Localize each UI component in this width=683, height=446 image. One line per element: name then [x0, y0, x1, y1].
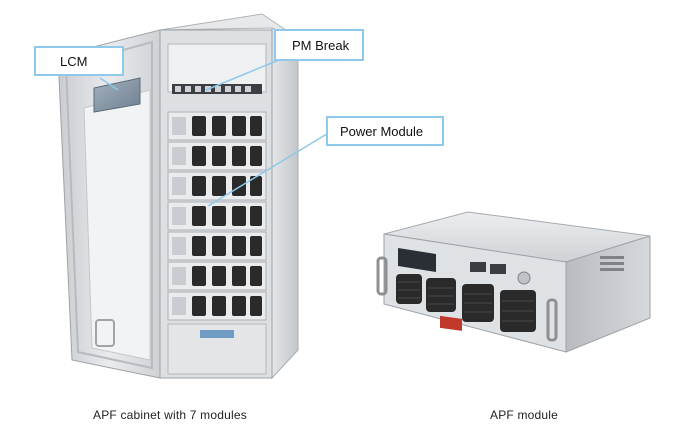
- power-module-callout: Power Module: [326, 116, 444, 146]
- pm-break-callout: PM Break: [274, 29, 364, 61]
- pm-break-callout-label: PM Break: [292, 37, 350, 53]
- apf-module-image: [376, 211, 651, 353]
- lcm-callout-label: LCM: [60, 53, 88, 69]
- power-module-stack: [167, 111, 267, 321]
- cabinet-caption: APF cabinet with 7 modules: [93, 408, 247, 422]
- lcm-callout: LCM: [34, 46, 124, 76]
- power-module-callout-label: Power Module: [340, 123, 424, 139]
- lcm-display: [93, 77, 141, 113]
- module-caption: APF module: [490, 408, 559, 422]
- module-fans: [396, 274, 536, 332]
- apf-cabinet-image: [57, 13, 299, 380]
